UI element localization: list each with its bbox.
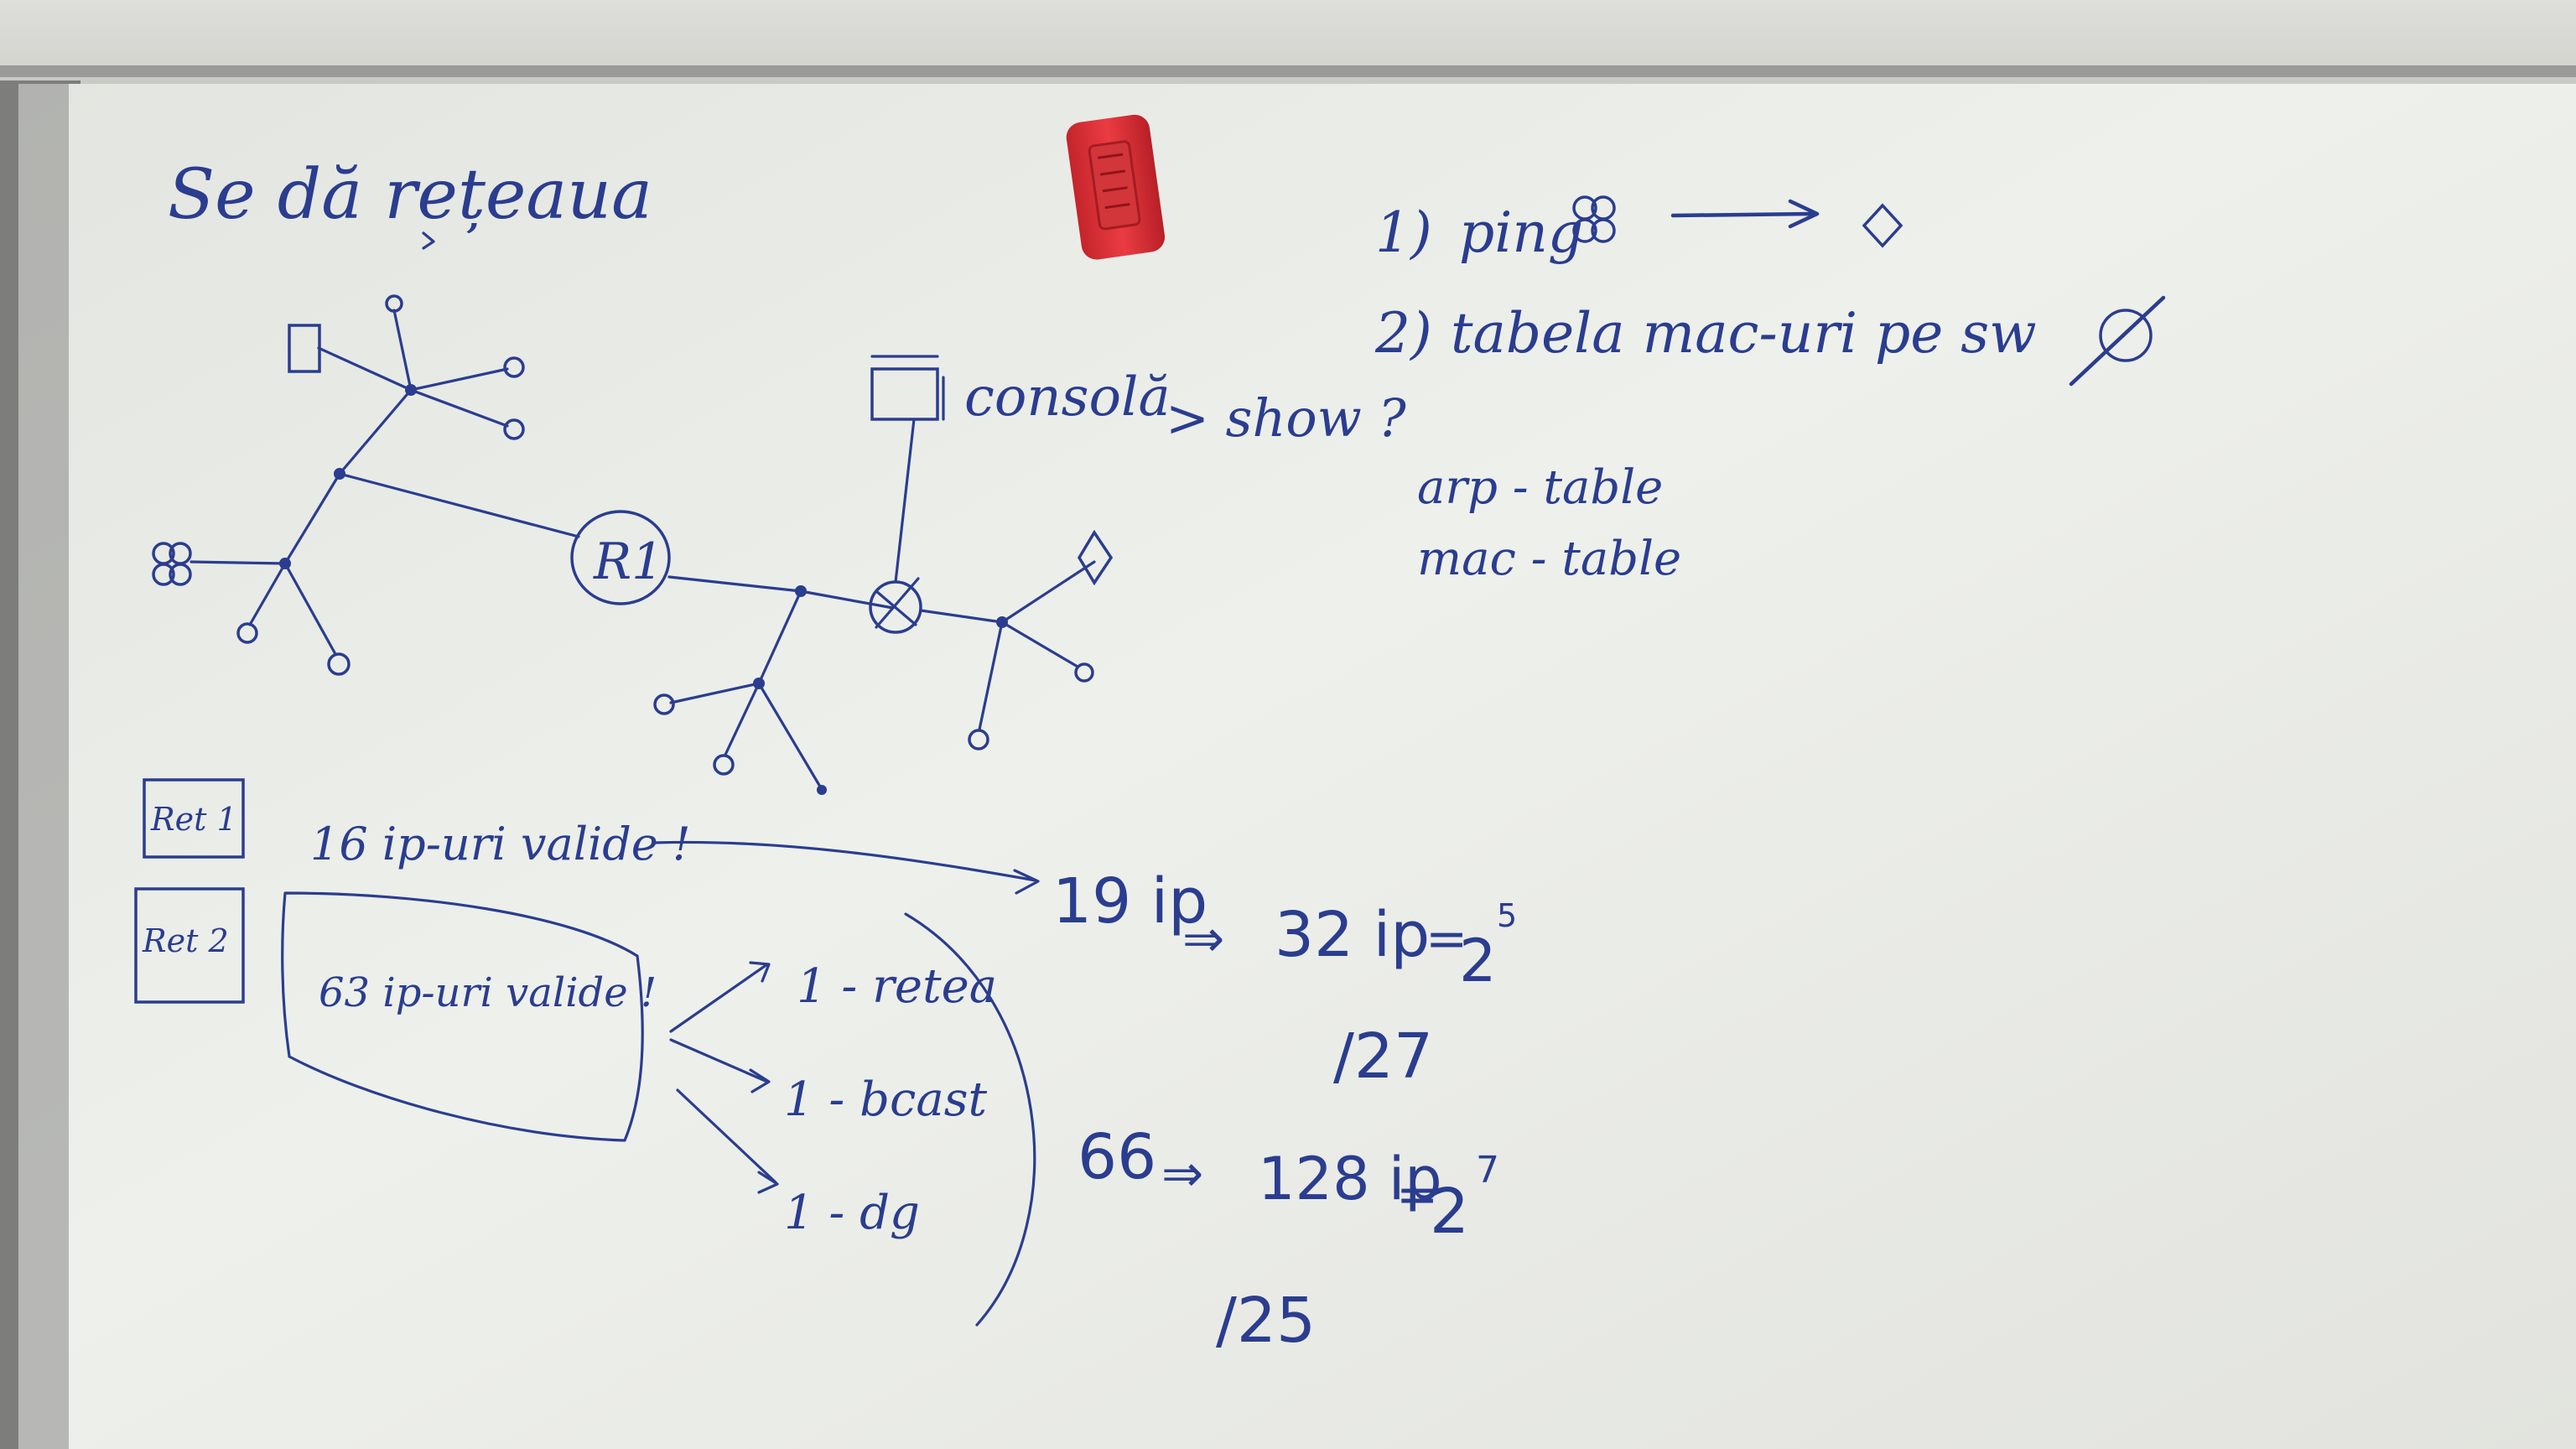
console-show-text: > show ? (1166, 387, 1407, 449)
requirement-1-box (143, 778, 245, 859)
router-icon (570, 510, 671, 605)
console-computer-icon (870, 367, 939, 421)
flower-host-icon (1572, 195, 1616, 243)
diamond-host-icon (1077, 529, 1114, 586)
implies-arrow: ⇒ (1182, 910, 1224, 969)
equals-sign: = (1426, 910, 1467, 969)
calc-2-exponent: 7 (1476, 1149, 1499, 1192)
equals-sign: = (1396, 1166, 1438, 1224)
requirement-1-label: Ret 1 (150, 801, 237, 838)
requirement-2-box (134, 887, 245, 1004)
arp-table-text: arp - table (1417, 460, 1663, 515)
task-2-number: 2) (1374, 301, 1432, 366)
board-frame-top-highlight (0, 77, 2576, 86)
reserved-bracket (904, 912, 1036, 1327)
requirement-2-text: 63 ip-uri valide ! (319, 969, 657, 1016)
calculation-2: 66 ⇒ 128 ip = 2 7 /25 (1078, 1121, 1499, 1357)
requirement-2-label: Ret 2 (142, 922, 229, 959)
branch-arrows (669, 961, 779, 1194)
empty-set-icon (2069, 295, 2166, 387)
task-1-number: 1) (1375, 200, 1432, 265)
arrow-icon (652, 840, 1040, 895)
reserved-network: 1 - retea (797, 959, 997, 1014)
heading-caret (422, 231, 435, 250)
arrow-icon (1670, 199, 1820, 229)
requirement-2-cloud (281, 891, 644, 1142)
calc-2-value: 66 (1078, 1121, 1156, 1193)
heading-text: Se dă rețeaua (168, 155, 652, 235)
calc-1-prefix: /27 (1333, 1021, 1433, 1093)
calc-1-base: 2 (1459, 927, 1497, 995)
calculation-1: 19 ip ⇒ 32 ip = 2 5 /27 (1052, 865, 1517, 1093)
task-1-text: ping (1459, 200, 1583, 265)
flower-host-icon (152, 542, 192, 586)
task-2-text: tabela mac-uri pe sw (1451, 301, 2037, 366)
calc-1-value: 19 ip (1052, 865, 1208, 937)
calc-1-result: 32 ip (1275, 899, 1430, 971)
network-diagram: R1 (152, 294, 1114, 795)
router-label: R1 (593, 532, 663, 591)
calc-2-prefix: /25 (1216, 1285, 1316, 1357)
reserved-broadcast: 1 - bcast (784, 1072, 987, 1127)
reserved-default-gateway: 1 - dg (784, 1186, 920, 1240)
implies-arrow: ⇒ (1161, 1145, 1203, 1203)
diamond-host-icon (1862, 203, 1903, 248)
board-surface (18, 84, 2576, 1449)
eraser (1066, 114, 1166, 260)
mac-table-text: mac - table (1417, 532, 1681, 586)
calc-2-base: 2 (1430, 1176, 1469, 1248)
calc-2-result: 128 ip (1258, 1145, 1442, 1213)
calc-1-exponent: 5 (1497, 897, 1517, 934)
console-label: consolă (964, 366, 1171, 428)
board-left-shadow (18, 84, 69, 1449)
requirement-1-text: 16 ip-uri valide ! (310, 818, 691, 870)
